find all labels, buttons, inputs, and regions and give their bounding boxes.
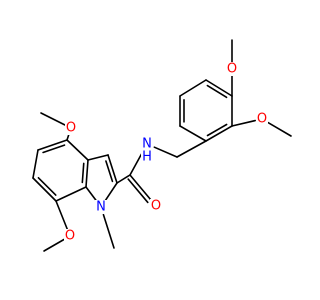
svg-text:O: O xyxy=(227,62,237,77)
svg-text:N: N xyxy=(96,200,106,215)
benzo-ring-bond-2 xyxy=(32,149,39,179)
bond-c3a-c7a xyxy=(85,159,89,188)
bond-c2-c3-double xyxy=(105,160,114,183)
bond-c4-o xyxy=(66,133,70,141)
benzyl-ring-bond-3 xyxy=(179,125,207,142)
benzo-ring-bond-3 xyxy=(32,177,57,202)
bond-ring-o-right xyxy=(231,119,256,127)
atom-o-carbonyl: O xyxy=(150,199,162,214)
benzo-ring-bond-1 xyxy=(37,139,68,151)
atom-label-layer: O O N H O O N O xyxy=(64,62,268,244)
bond-camide-c2 xyxy=(116,174,131,184)
atom-o-methoxy-left-lower: O xyxy=(64,229,76,244)
benzyl-ring-bond-0 xyxy=(205,79,233,97)
benzo-ring-double-1 xyxy=(37,176,57,196)
atom-o-methoxy-top: O xyxy=(226,62,238,77)
svg-text:O: O xyxy=(257,112,267,127)
atom-o-methoxy-left-upper: O xyxy=(65,121,77,136)
bond-n-c2 xyxy=(104,182,118,202)
bond-o-me-left-upper xyxy=(40,112,66,126)
bond-o-me-right xyxy=(267,121,292,137)
bond-ch2-n xyxy=(153,146,178,158)
svg-text:O: O xyxy=(66,121,76,136)
bond-c-o-carbonyl-2 xyxy=(127,178,149,204)
bond-ring-ch2 xyxy=(176,140,207,158)
benzyl-ring-bond-2 xyxy=(205,125,233,142)
bond-n-camide xyxy=(129,150,144,176)
benzo-ring-bond-0 xyxy=(66,139,89,161)
benzyl-ring-bond-5 xyxy=(179,79,207,97)
benzo-ring-double-0 xyxy=(42,144,66,154)
bond-c3-c3a xyxy=(87,154,109,161)
bond-c-o-carbonyl xyxy=(129,174,152,201)
bond-c2-c3 xyxy=(107,154,118,184)
svg-text:N: N xyxy=(142,137,152,152)
benzyl-ring-double-0 xyxy=(206,84,228,99)
bond-c7a-n xyxy=(85,186,98,203)
svg-text:H: H xyxy=(142,150,152,165)
bond-n-methyl xyxy=(102,213,115,249)
atom-n-amide: N xyxy=(141,137,153,152)
benzyl-ring-double-1 xyxy=(206,123,228,137)
molecule-structure: O O N H O O N O xyxy=(32,39,292,252)
atom-o-methoxy-right: O xyxy=(256,112,268,127)
bond-c7-o xyxy=(55,200,69,231)
benzo-ring-bond-4 xyxy=(55,186,87,202)
svg-text:O: O xyxy=(65,229,75,244)
atom-n-indole: N xyxy=(95,200,107,215)
bond-o-me-left-lower xyxy=(43,238,65,252)
bond-layer xyxy=(32,39,292,252)
benzo-ring-double-2 xyxy=(81,162,85,184)
atom-h-amide: H xyxy=(141,150,153,165)
svg-text:O: O xyxy=(151,199,161,214)
